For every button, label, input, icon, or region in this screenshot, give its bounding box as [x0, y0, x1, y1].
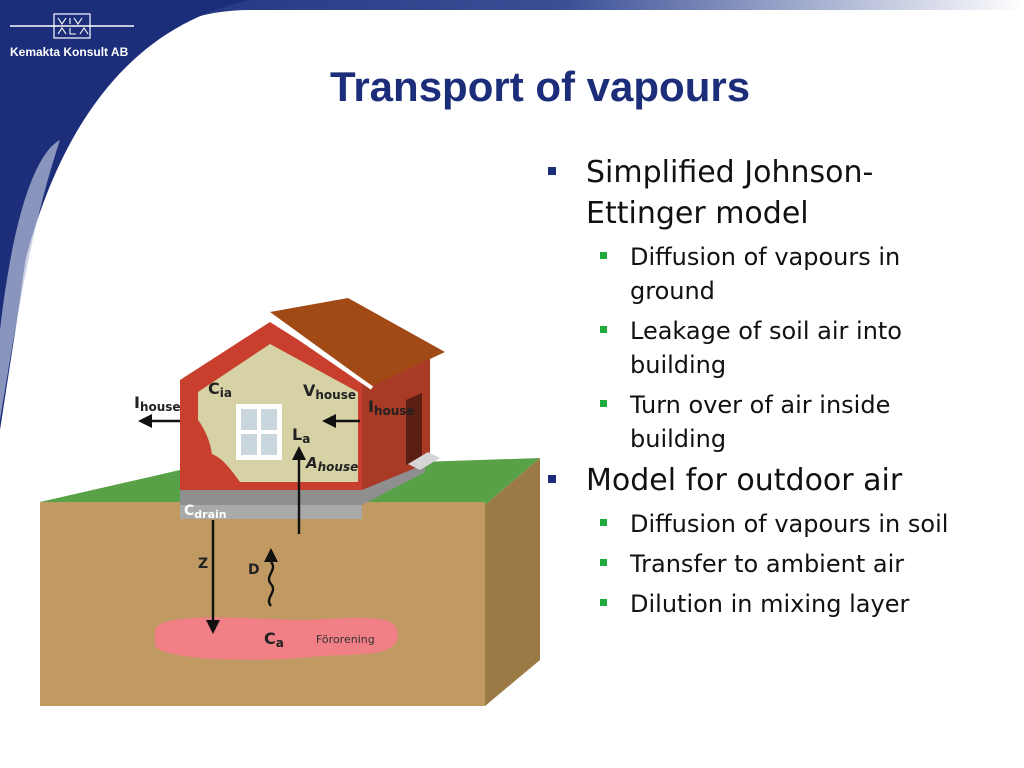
label-c-ia: Cia — [208, 379, 232, 400]
arrow-head — [322, 414, 336, 428]
label-d: D — [248, 562, 260, 578]
d-diffusion-wave — [267, 561, 275, 607]
label-l-a: La — [292, 425, 310, 446]
sub-bullet-text: Turn over of air inside — [630, 391, 891, 419]
sub-bullet-item: Leakage of soil air into building — [548, 314, 1018, 382]
sub-bullet-text: ground — [630, 277, 715, 305]
arrow-head — [264, 548, 278, 562]
sub-bullet-square-icon — [600, 559, 607, 566]
house-vapour-diagram: Ihouse Ihouse Cia Vhouse La Ahouse Cdrai… — [40, 298, 540, 706]
company-name: Kemakta Konsult AB — [10, 45, 129, 59]
house-door — [406, 393, 422, 465]
bullet-text: Ettinger model — [586, 196, 809, 231]
roof-edge — [170, 315, 374, 390]
sub-bullet-text: Transfer to ambient air — [630, 550, 905, 578]
bullet-text: Model for outdoor air — [586, 463, 903, 498]
sub-bullet-item: Dilution in mixing layer — [548, 587, 1018, 621]
sub-bullet-item: Diffusion of vapours in ground — [548, 240, 1018, 308]
sub-bullet-square-icon — [600, 519, 607, 526]
arrow-head — [206, 620, 220, 634]
sub-bullet-item: Transfer to ambient air — [548, 547, 1018, 581]
label-v-house: Vhouse — [303, 381, 356, 402]
label-i-house-right: Ihouse — [368, 397, 415, 418]
bullet-text: Simplified Johnson- — [586, 155, 874, 190]
sub-bullet-item: Diffusion of vapours in soil — [548, 507, 1018, 541]
sub-bullet-text: Diffusion of vapours in soil — [630, 510, 949, 538]
sub-bullet-text: Leakage of soil air into — [630, 317, 902, 345]
sub-bullet-text: building — [630, 425, 727, 453]
house-foundation — [180, 462, 425, 505]
soil-side — [485, 458, 540, 706]
window-pane — [241, 434, 257, 455]
bullet-square-icon — [548, 475, 556, 483]
sub-bullet-square-icon — [600, 400, 607, 407]
label-a-house: Ahouse — [305, 454, 358, 474]
sub-bullet-text: Diffusion of vapours in — [630, 243, 901, 271]
sub-bullet-item: Turn over of air inside building — [548, 388, 1018, 456]
window-pane — [261, 409, 277, 430]
sub-bullet-square-icon — [600, 326, 607, 333]
bullet-list: Simplified Johnson- Ettinger model Diffu… — [548, 148, 1018, 621]
label-fororening: Förorening — [316, 633, 375, 646]
door-steps — [408, 452, 440, 470]
soil-block — [40, 502, 485, 706]
arrow-head — [292, 446, 306, 460]
label-z: Z — [198, 556, 208, 572]
drain-layer — [180, 505, 362, 519]
arrow-head — [138, 414, 152, 428]
house-roof — [270, 298, 445, 386]
slide-title: Transport of vapours — [330, 63, 751, 110]
sub-bullet-text: Dilution in mixing layer — [630, 590, 910, 618]
window-pane — [261, 434, 277, 455]
label-c-a: Ca — [264, 629, 284, 650]
bullet-item: Simplified Johnson- Ettinger model — [548, 152, 1018, 234]
sub-bullet-square-icon — [600, 252, 607, 259]
sub-bullet-square-icon — [600, 599, 607, 606]
sub-bullet-text: building — [630, 351, 727, 379]
bullet-square-icon — [548, 167, 556, 175]
bullet-item: Model for outdoor air — [548, 460, 1018, 501]
label-i-house-left: Ihouse — [134, 393, 181, 414]
label-c-drain: Cdrain — [184, 503, 227, 521]
company-logo — [10, 13, 134, 39]
window-pane — [241, 409, 257, 430]
